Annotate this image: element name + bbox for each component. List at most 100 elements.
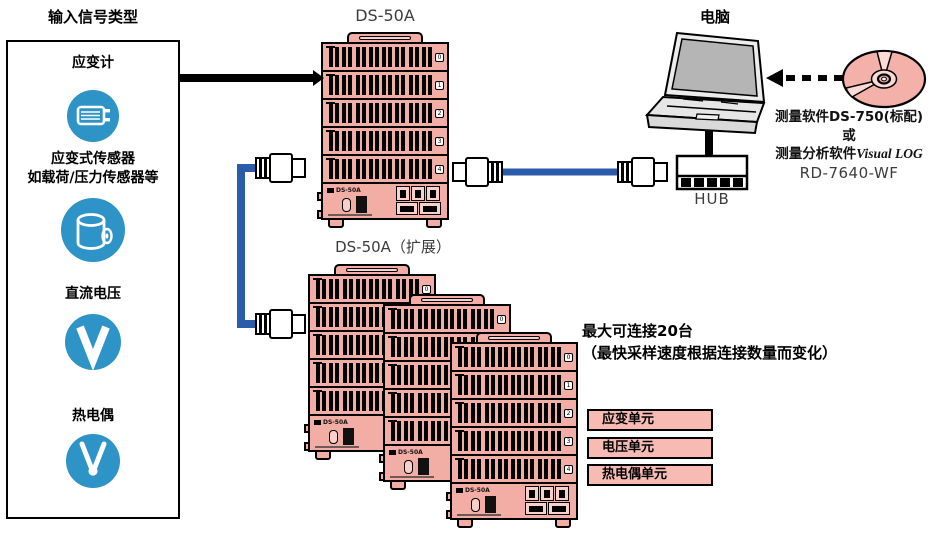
device-model-text: DS-50A [456, 487, 490, 494]
terminal-strip-pair [355, 335, 366, 355]
device-terminal-strips [316, 279, 419, 299]
side-connector-nub [317, 192, 323, 201]
terminal-strip-pair [497, 347, 508, 367]
panel-display [356, 196, 367, 213]
side-connector-nub [379, 454, 385, 463]
device-slot-badge: 0 [422, 284, 431, 294]
device-handle-slot [346, 268, 398, 272]
input-signal-types-title: 输入信号类型 [47, 8, 138, 26]
device-foot [555, 518, 571, 528]
terminal-strip-pair [471, 347, 482, 367]
terminal-strip-pair [404, 393, 415, 413]
terminal-strip-pair [368, 47, 379, 67]
terminal-strip-pair [550, 347, 561, 367]
terminal-strip-pair [537, 403, 548, 423]
terminal-strip-pair [342, 159, 353, 179]
terminal-strip-pair [417, 365, 428, 385]
side-connector-nub [304, 424, 310, 433]
panel-display [485, 496, 496, 513]
terminal-strip-pair [316, 363, 326, 383]
panel-emblem [404, 460, 413, 474]
terminal-strip-pair [471, 459, 482, 479]
capacity-note-line2: （最快采样速度根据连接数量而变化） [582, 344, 838, 362]
terminal-strip-pair [484, 459, 495, 479]
input-signal-panel: 应变计 应变式传感器 如载荷/压力传感器等 直流电压 热电偶 [6, 40, 180, 519]
terminal-strip-pair [395, 47, 406, 67]
device-row-tick [455, 430, 464, 432]
terminal-strip-pair [524, 431, 535, 451]
software-note-line4: RD-7640-WF [799, 163, 899, 182]
device-row-tick [388, 336, 397, 338]
device-module-row: 0 [385, 306, 509, 334]
device-model-text: DS-50A [327, 187, 361, 194]
terminal-strip-pair [421, 103, 432, 123]
terminal-strip-pair [329, 47, 339, 67]
terminal-strip-pair [537, 459, 548, 479]
panel-fine-print [315, 446, 359, 448]
device-row-tick [455, 402, 464, 404]
strain-gauge-label: 应变计 [72, 55, 114, 71]
device-row-tick [388, 364, 397, 366]
brand-logo-icon [327, 188, 334, 193]
install-arrow [766, 69, 843, 87]
strain-gauge-icon [67, 90, 119, 142]
dc-voltage-icon [65, 314, 121, 370]
panel-fine-print [328, 214, 372, 216]
terminal-strip-pair [511, 375, 522, 395]
terminal-strip-pair [369, 335, 380, 355]
device-terminal-strips [458, 431, 561, 451]
terminal-strip-pair [550, 403, 561, 423]
device-terminal-strips [329, 47, 432, 67]
terminal-strip-pair [430, 421, 441, 441]
device-foot [328, 218, 344, 228]
terminal-strip-pair [408, 75, 419, 95]
terminal-strip-pair [497, 375, 508, 395]
brand-logo-icon [314, 420, 321, 425]
device-row-tick [455, 346, 464, 348]
device-module-row: 3 [323, 128, 447, 156]
terminal-strip-pair [457, 309, 468, 329]
terminal-strip-pair [369, 279, 380, 299]
main-device-label: DS-50A [355, 6, 415, 25]
panel-display [418, 458, 429, 475]
terminal-strip-pair [355, 103, 366, 123]
hub-illustration [675, 154, 749, 191]
device-row-tick [388, 420, 397, 422]
device-row-tick [313, 278, 322, 280]
terminal-strip-pair [395, 279, 406, 299]
device-module-row: 1 [452, 372, 576, 400]
terminal-strip-pair [497, 431, 508, 451]
terminal-strip-pair [395, 159, 406, 179]
terminal-strip-pair [391, 365, 401, 385]
software-note-line2: 或 [842, 127, 856, 144]
terminal-strip-pair [421, 131, 432, 151]
device-row-tick [388, 308, 397, 310]
terminal-strip-pair [316, 335, 326, 355]
thermocouple-icon [66, 434, 120, 488]
device-handle-slot [359, 36, 411, 40]
terminal-strip-pair [382, 159, 393, 179]
side-connector-nub [446, 510, 452, 519]
ethernet-cable [452, 157, 668, 187]
device-terminal-strips [329, 103, 432, 123]
device-terminal-strips [329, 75, 432, 95]
terminal-strip-pair [342, 363, 353, 383]
panel-ports [396, 186, 444, 216]
panel-display [343, 428, 354, 445]
device-row-tick [326, 74, 335, 76]
terminal-strip-pair [417, 393, 428, 413]
device-handle-slot [421, 298, 473, 302]
thermocouple-label: 热电偶 [72, 408, 114, 424]
terminal-strip-pair [471, 431, 482, 451]
terminal-strip-pair [342, 307, 353, 327]
terminal-strip-pair [355, 307, 366, 327]
device-terminal-strips [458, 347, 561, 367]
terminal-strip-pair [329, 159, 339, 179]
panel-port [540, 486, 554, 501]
device-module-row: 0 [452, 344, 576, 372]
terminal-strip-pair [329, 363, 340, 383]
device-foot [315, 450, 331, 460]
terminal-strip-pair [391, 309, 401, 329]
legend-thermocouple-unit: 热电偶单元 [587, 464, 713, 486]
